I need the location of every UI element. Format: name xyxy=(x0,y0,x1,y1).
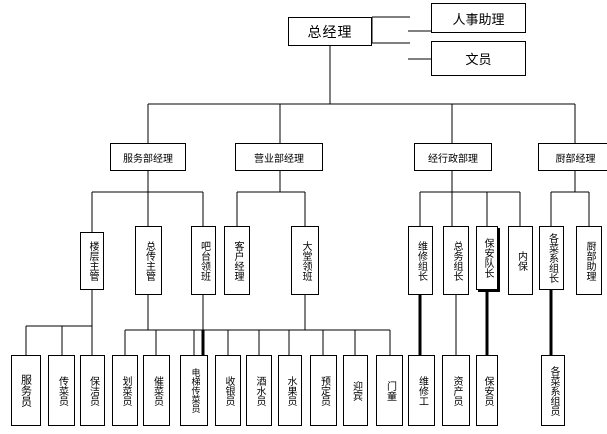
kitchen-dept-label: 厨部经理 xyxy=(555,153,596,165)
clerk-label: 文员 xyxy=(465,53,492,68)
cashier-label: 收银员 xyxy=(223,375,234,406)
runner-box: 传菜员 xyxy=(48,355,75,426)
customer-manager-box: 客户经理 xyxy=(224,226,250,295)
floor-supervisor-box: 楼层主管 xyxy=(80,232,104,290)
cleaner-box: 保洁员 xyxy=(80,355,105,426)
sales-dept-label: 营业部经理 xyxy=(254,153,304,165)
general-manager-box: 总经理 xyxy=(288,17,372,46)
fruit-box: 水果员 xyxy=(278,355,302,426)
lobby-lead-label: 大堂领班 xyxy=(300,240,311,281)
urger-box: 催菜员 xyxy=(143,355,170,426)
reservation-box: 预定员 xyxy=(310,355,337,426)
chef-label: 各菜系组员 xyxy=(548,365,559,416)
cutter-label: 划菜员 xyxy=(120,375,131,406)
security-lead-label: 保安队长 xyxy=(482,238,493,278)
repair-worker-box: 维修工 xyxy=(408,355,435,426)
doorman-box: 门童 xyxy=(376,355,403,426)
greeter-box: 迎宾 xyxy=(343,355,368,426)
general-lead-label: 总务组长 xyxy=(451,240,462,281)
clerk-box: 文员 xyxy=(431,41,526,76)
waiter-box: 服务员 xyxy=(11,355,41,426)
chief-runner-box: 总传主管 xyxy=(135,226,162,295)
cleaner-label: 保洁员 xyxy=(87,375,99,406)
greeter-label: 迎宾 xyxy=(350,380,362,401)
kitchen-dept-box: 厨部经理 xyxy=(538,143,607,171)
cashier-box: 收银员 xyxy=(215,355,241,426)
admin-dept-box: 经行政部理 xyxy=(414,143,492,171)
guard-label: 保安员 xyxy=(482,375,493,406)
chief-runner-label: 总传主管 xyxy=(143,240,155,281)
assets-label: 资产员 xyxy=(451,375,462,406)
wine-box: 酒水员 xyxy=(246,355,272,426)
internal-security-label: 内保 xyxy=(515,250,527,271)
general-lead-box: 总务组长 xyxy=(443,226,469,295)
service-dept-box: 服务部经理 xyxy=(110,143,186,171)
guard-box: 保安员 xyxy=(476,355,498,426)
dept-leads-box: 各菜系组长 xyxy=(539,226,564,290)
service-dept-label: 服务部经理 xyxy=(123,153,173,165)
hr-assistant-label: 人事助理 xyxy=(452,12,505,28)
bar-lead-label: 吧台领班 xyxy=(198,240,210,281)
elevator-runner-box: 电梯传菜员 xyxy=(180,355,208,426)
customer-manager-label: 客户经理 xyxy=(232,240,243,281)
urger-label: 催菜员 xyxy=(151,375,163,406)
internal-security-box: 内保 xyxy=(508,226,533,295)
sales-dept-box: 营业部经理 xyxy=(235,143,323,171)
dept-leads-label: 各菜系组长 xyxy=(546,233,558,283)
repair-worker-label: 维修工 xyxy=(416,375,428,406)
elevator-runner-label: 电梯传菜员 xyxy=(189,368,200,413)
chef-box: 各菜系组员 xyxy=(541,355,565,426)
assets-box: 资产员 xyxy=(442,355,470,426)
bar-lead-box: 吧台领班 xyxy=(191,226,216,295)
doorman-label: 门童 xyxy=(384,380,396,401)
fruit-label: 水果员 xyxy=(285,375,296,406)
kitchen-assistant-label: 厨部助理 xyxy=(584,240,595,281)
kitchen-assistant-box: 厨部助理 xyxy=(576,226,602,295)
floor-supervisor-label: 楼层主管 xyxy=(87,241,98,281)
maintenance-lead-box: 维修组长 xyxy=(408,226,433,295)
wine-label: 酒水员 xyxy=(254,375,265,406)
waiter-label: 服务员 xyxy=(19,374,33,407)
maintenance-lead-label: 维修组长 xyxy=(415,240,427,281)
cutter-box: 划菜员 xyxy=(112,355,138,426)
admin-dept-label: 经行政部理 xyxy=(428,153,478,165)
general-manager-label: 总经理 xyxy=(307,24,353,41)
reservation-label: 预定员 xyxy=(318,375,330,406)
hr-assistant-box: 人事助理 xyxy=(431,3,526,33)
lobby-lead-box: 大堂领班 xyxy=(291,226,319,295)
security-lead-box: 保安队长 xyxy=(476,226,498,290)
runner-label: 传菜员 xyxy=(56,375,68,406)
